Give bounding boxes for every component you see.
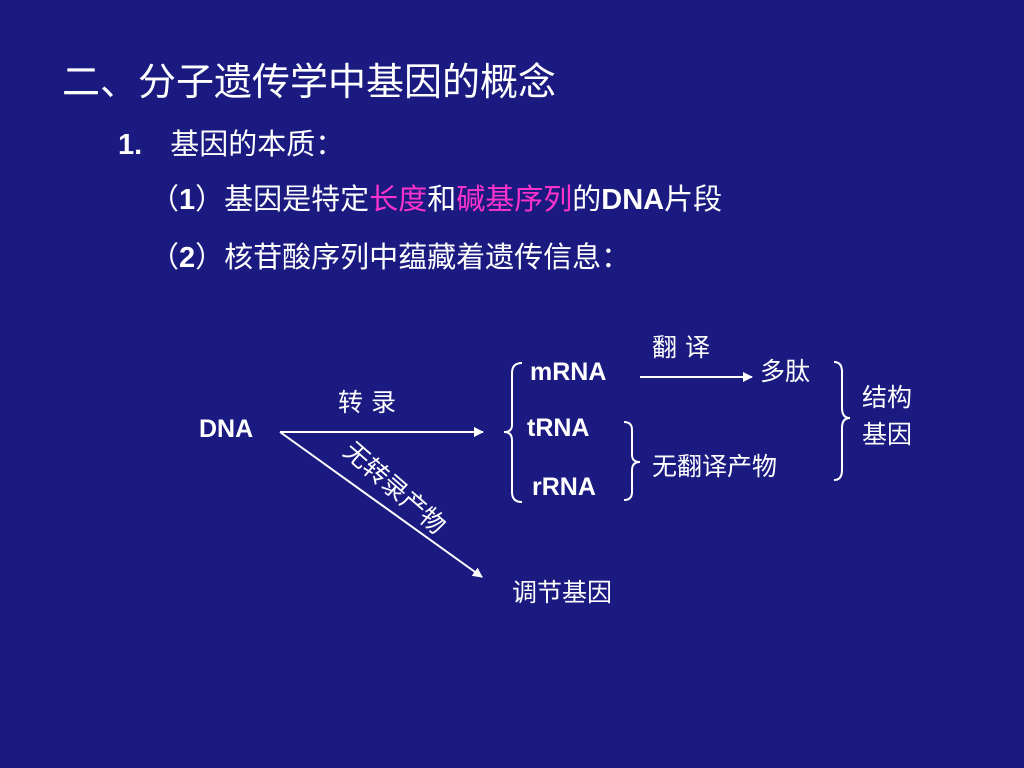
rna-brace [503,362,523,503]
trna-node: tRNA [527,414,590,442]
transcription-label: 转 录 [338,388,396,417]
section-text: 基因的本质： [170,127,345,161]
polypeptide-node: 多肽 [760,357,811,386]
regulatory-gene-node: 调节基因 [512,578,613,607]
dna-term: DNA [601,184,665,216]
structural-gene-line2: 基因 [862,420,913,449]
paren-close: ） [195,182,225,216]
trna-rrna-brace [623,421,641,501]
point-text: 基因是特定 [224,182,370,216]
paren-open: （ [150,182,180,216]
section-number: 1. [118,129,143,161]
paren-open: （ [150,240,180,274]
point-text: 的 [572,182,602,216]
point-text: 片段 [664,182,723,216]
rrna-node: rRNA [532,473,596,501]
point-text: 和 [427,182,457,216]
paren-close: ） [195,240,225,274]
point-1: （1）基因是特定长度和碱基序列的DNA片段 [150,178,722,221]
highlight-sequence: 碱基序列 [456,182,573,216]
no-translation-label: 无翻译产物 [652,452,778,481]
section-heading: 1. 基因的本质： [118,124,344,165]
point-number: 2 [179,242,196,274]
dna-node: DNA [199,415,254,443]
slide-title: 二、分子遗传学中基因的概念 [62,60,557,104]
no-transcript-arrow [279,431,483,578]
point-number: 1 [179,184,196,216]
point-text: 核苷酸序列中蕴藏着遗传信息： [224,240,631,274]
point-2: （2）核苷酸序列中蕴藏着遗传信息： [150,236,630,279]
structural-gene-brace [833,361,851,481]
structural-gene-line1: 结构 [862,383,913,412]
translation-label: 翻 译 [652,333,710,362]
mrna-node: mRNA [530,358,607,386]
highlight-length: 长度 [369,182,428,216]
